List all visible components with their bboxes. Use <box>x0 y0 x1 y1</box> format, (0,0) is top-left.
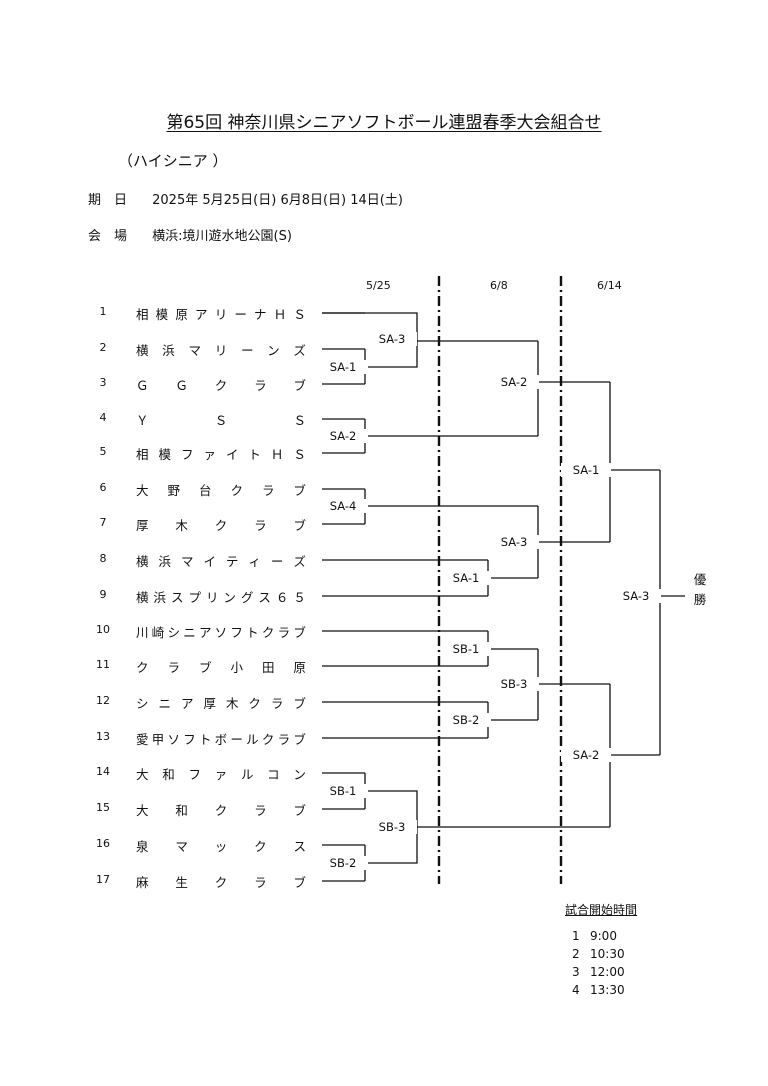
team-name: クラブ小田原 <box>136 660 306 675</box>
venue-label: 会 場 <box>88 229 128 244</box>
team-name: 横浜マリーンズ <box>136 343 306 358</box>
info-date-row: 期 日 2025年 5月25日(日) 6月8日(日) 14日(土) <box>88 189 403 208</box>
info-venue-row: 会 場 横浜:境川遊水地公園(S) <box>88 225 292 244</box>
team-name: 愛甲ソフトボールクラブ <box>136 732 306 747</box>
page-title: 第65回 神奈川県シニアソフトボール連盟春季大会組合せ <box>166 113 602 133</box>
venue-value: 横浜:境川遊水地公園(S) <box>152 229 292 244</box>
team-name: 大野台クラブ <box>136 483 306 498</box>
match-label: SA-3 <box>611 589 661 603</box>
team-name: 麻生クラブ <box>136 875 306 890</box>
team-name: 大和クラブ <box>136 803 306 818</box>
team-number: 3 <box>99 376 107 389</box>
team-name: 厚木クラブ <box>136 518 306 533</box>
match-label: SB-2 <box>441 713 491 727</box>
team-number: 15 <box>96 801 110 814</box>
team-name: シニア厚木クラブ <box>136 696 306 711</box>
start-times-title: 試合開始時間 <box>565 903 638 917</box>
team-number: 16 <box>96 837 110 850</box>
team-number: 17 <box>96 873 110 886</box>
team-number: 8 <box>99 552 107 565</box>
match-label: SB-1 <box>318 784 368 798</box>
round-date-2: 6/8 <box>490 279 508 292</box>
match-label: SA-1 <box>318 360 368 374</box>
round-date-3: 6/14 <box>597 279 622 292</box>
team-number: 11 <box>96 658 110 671</box>
team-name: 横浜マイティーズ <box>136 554 306 569</box>
match-label: SA-3 <box>367 332 417 346</box>
match-label: SA-4 <box>318 499 368 513</box>
match-label: SB-3 <box>489 677 539 691</box>
round-date-1: 5/25 <box>366 279 391 292</box>
team-number: 12 <box>96 694 110 707</box>
team-number: 6 <box>99 481 107 494</box>
team-number: 9 <box>99 588 107 601</box>
team-number: 1 <box>99 305 107 318</box>
match-label: SA-2 <box>561 748 611 762</box>
team-number: 10 <box>96 623 110 636</box>
match-label: SA-3 <box>489 535 539 549</box>
date-label: 期 日 <box>88 193 128 208</box>
subtitle: （ハイシニア ） <box>118 152 228 170</box>
team-name: 大和ファルコン <box>136 767 306 782</box>
match-label: SA-2 <box>318 429 368 443</box>
team-number: 13 <box>96 730 110 743</box>
team-number: 4 <box>99 411 107 424</box>
team-name: 泉マックス <box>136 839 306 854</box>
match-label: SB-3 <box>367 820 417 834</box>
date-value: 2025年 5月25日(日) 6月8日(日) 14日(土) <box>152 193 403 208</box>
team-number: 5 <box>99 445 107 458</box>
team-number: 7 <box>99 516 107 529</box>
match-label: SA-1 <box>561 463 611 477</box>
match-label: SA-2 <box>489 375 539 389</box>
team-number: 14 <box>96 765 110 778</box>
match-label: SB-1 <box>441 642 491 656</box>
team-name: 川崎シニアソフトクラブ <box>136 625 306 640</box>
match-label: SB-2 <box>318 856 368 870</box>
team-number: 2 <box>99 341 107 354</box>
winner-label: 優勝 <box>693 572 707 607</box>
match-label: SA-1 <box>441 571 491 585</box>
